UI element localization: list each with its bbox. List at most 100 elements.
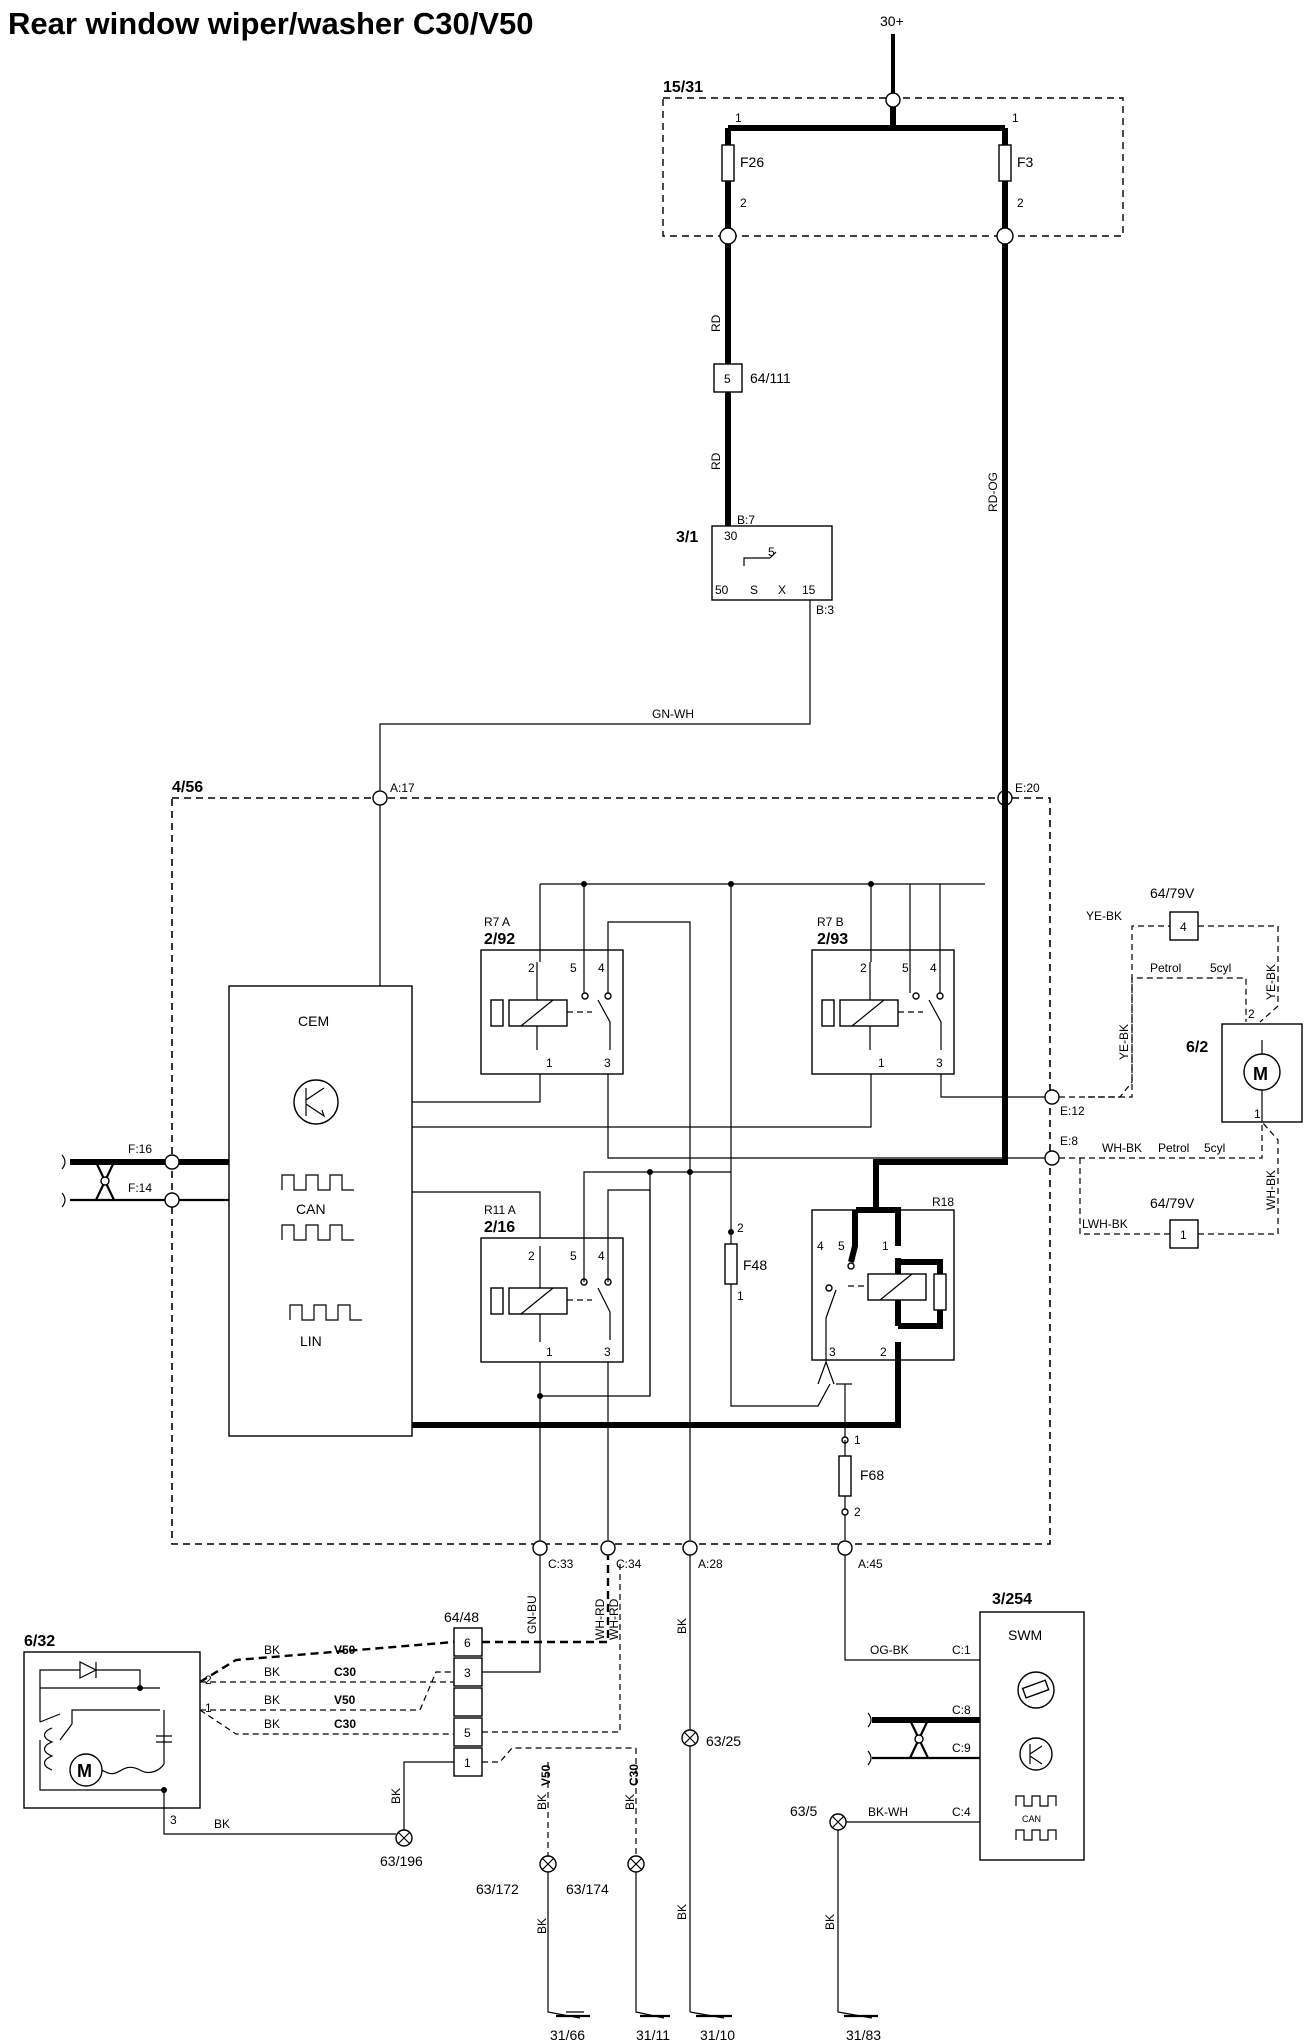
svg-text:C:1: C:1 xyxy=(952,1643,971,1657)
svg-text:RD: RD xyxy=(709,314,723,332)
svg-text:1: 1 xyxy=(1254,1107,1261,1121)
svg-text:1: 1 xyxy=(735,111,742,125)
svg-text:LWH-BK: LWH-BK xyxy=(1082,1217,1128,1231)
motor-6-2-label: 6/2 xyxy=(1186,1039,1208,1056)
fusebox-label: 15/31 xyxy=(663,79,703,96)
svg-text:1: 1 xyxy=(737,1289,744,1303)
svg-text:3: 3 xyxy=(604,1056,611,1070)
svg-text:CAN: CAN xyxy=(1022,1814,1041,1824)
svg-text:C:9: C:9 xyxy=(952,1741,971,1755)
svg-text:2: 2 xyxy=(740,196,747,210)
connector-64-79v-top-label: 64/79V xyxy=(1150,885,1195,901)
svg-text:C30: C30 xyxy=(334,1717,356,1731)
fuse-f48-label: F48 xyxy=(743,1257,767,1273)
svg-text:BK-WH: BK-WH xyxy=(868,1805,908,1819)
fuse-f48-body xyxy=(724,1243,738,1285)
svg-text:5: 5 xyxy=(464,1726,471,1740)
svg-text:4: 4 xyxy=(598,1249,605,1263)
wiper-motor-6-32: 6/32 M 2 1 3 BK xyxy=(23,1633,396,1835)
svg-text:1: 1 xyxy=(205,1701,212,1715)
svg-text:C:34: C:34 xyxy=(616,1557,642,1571)
svg-text:BK: BK xyxy=(623,1794,637,1810)
svg-text:Petrol: Petrol xyxy=(1158,1141,1189,1155)
svg-text:1: 1 xyxy=(464,1756,471,1770)
svg-text:Petrol: Petrol xyxy=(1150,961,1181,975)
relay-r7b-id: 2/93 xyxy=(817,931,848,948)
can-wave-top-icon xyxy=(281,1174,354,1191)
svg-text:2: 2 xyxy=(860,961,867,975)
svg-text:X: X xyxy=(778,583,786,597)
connector-64-111-label: 64/111 xyxy=(750,370,791,386)
swm-module: 3/254 SWM OG-BK C:1 CAN C:8 C:9 BK-WH C:… xyxy=(790,1555,1085,2000)
svg-text:BK: BK xyxy=(389,1788,403,1804)
svg-text:2: 2 xyxy=(737,1221,744,1235)
svg-text:C:4: C:4 xyxy=(952,1805,971,1819)
diagram-title: Rear window wiper/washer C30/V50 xyxy=(8,6,534,41)
relay-r7b-name: R7 B xyxy=(817,915,844,929)
wiper-motor-label: 6/32 xyxy=(24,1633,55,1650)
svg-text:C:33: C:33 xyxy=(548,1557,574,1571)
cem-module: 4/56 A:17 E:20 CEM CAN LIN F:16 F:14 R7 … xyxy=(61,779,1085,1571)
svg-text:M: M xyxy=(77,1761,92,1781)
svg-text:2: 2 xyxy=(205,1673,212,1687)
svg-text:RD-OG: RD-OG xyxy=(986,472,1000,512)
cem-label: CEM xyxy=(298,1013,329,1029)
earth-31-83-label: 31/83 xyxy=(846,2027,881,2040)
svg-text:A:45: A:45 xyxy=(858,1557,883,1571)
ignition-switch: 3/1 B:7 30 5 50 S X 15 B:3 GN-WH xyxy=(379,513,834,790)
svg-text:5: 5 xyxy=(724,372,731,386)
svg-text:5: 5 xyxy=(902,961,909,975)
svg-text:1: 1 xyxy=(1012,111,1019,125)
svg-text:15: 15 xyxy=(802,583,816,597)
svg-text:E:8: E:8 xyxy=(1060,1134,1078,1148)
svg-text:5: 5 xyxy=(570,961,577,975)
svg-text:3: 3 xyxy=(464,1666,471,1680)
svg-text:4: 4 xyxy=(1180,920,1187,934)
swm-id-label: 3/254 xyxy=(992,1591,1032,1608)
svg-text:WH-RD: WH-RD xyxy=(607,1598,621,1640)
connector-64-48: 64/48 6 3 5 1 BK V50 BK C30 BK V50 BK C3… xyxy=(199,1555,645,2000)
svg-text:B:3: B:3 xyxy=(816,603,834,617)
svg-text:V50: V50 xyxy=(539,1764,553,1786)
svg-text:3: 3 xyxy=(604,1345,611,1359)
svg-text:BK: BK xyxy=(675,1618,689,1634)
svg-text:3: 3 xyxy=(936,1056,943,1070)
svg-text:GN-BU: GN-BU xyxy=(525,1595,539,1634)
cem-module-label: 4/56 xyxy=(172,779,203,796)
svg-text:YE-BK: YE-BK xyxy=(1117,1024,1131,1060)
wire-rd: RD 5 64/111 RD xyxy=(709,244,791,526)
svg-text:F:14: F:14 xyxy=(128,1181,152,1195)
fuse-f3-body xyxy=(998,144,1012,182)
svg-text:2: 2 xyxy=(854,1505,861,1519)
earth-31-11-label: 31/11 xyxy=(636,2027,670,2040)
ignition-switch-label: 3/1 xyxy=(676,529,698,546)
svg-text:2: 2 xyxy=(1017,196,1024,210)
fuse-f68-label: F68 xyxy=(860,1467,884,1483)
fuse-f26-body xyxy=(721,144,735,182)
relay-r7a-id: 2/92 xyxy=(484,931,515,948)
fuse-f3-label: F3 xyxy=(1017,154,1034,170)
connector-64-111-box xyxy=(713,363,743,393)
svg-text:2: 2 xyxy=(528,1249,535,1263)
svg-text:1: 1 xyxy=(546,1056,553,1070)
svg-text:BK: BK xyxy=(264,1717,280,1731)
ground-63-196-label: 63/196 xyxy=(380,1853,423,1869)
supply-label: 30+ xyxy=(880,13,904,29)
svg-text:BK: BK xyxy=(264,1693,280,1707)
svg-text:YE-BK: YE-BK xyxy=(1086,909,1122,923)
svg-text:WH-BK: WH-BK xyxy=(1102,1141,1142,1155)
fuse-f26-label: F26 xyxy=(740,154,764,170)
can-label: CAN xyxy=(296,1201,326,1217)
wire-rd-og: RD-OG xyxy=(986,244,1008,790)
svg-text:WH-RD: WH-RD xyxy=(593,1598,607,1640)
svg-text:V50: V50 xyxy=(334,1643,356,1657)
svg-text:WH-BK: WH-BK xyxy=(1264,1170,1278,1210)
ground-63-174-label: 63/174 xyxy=(566,1881,609,1897)
earth-31-10-label: 31/10 xyxy=(700,2027,735,2040)
svg-text:5: 5 xyxy=(768,545,775,559)
earth-31-66-label: 31/66 xyxy=(550,2027,585,2040)
connector-64-79v-bottom-label: 64/79V xyxy=(1150,1195,1195,1211)
svg-text:2: 2 xyxy=(880,1345,887,1359)
svg-text:BK: BK xyxy=(675,1904,689,1920)
